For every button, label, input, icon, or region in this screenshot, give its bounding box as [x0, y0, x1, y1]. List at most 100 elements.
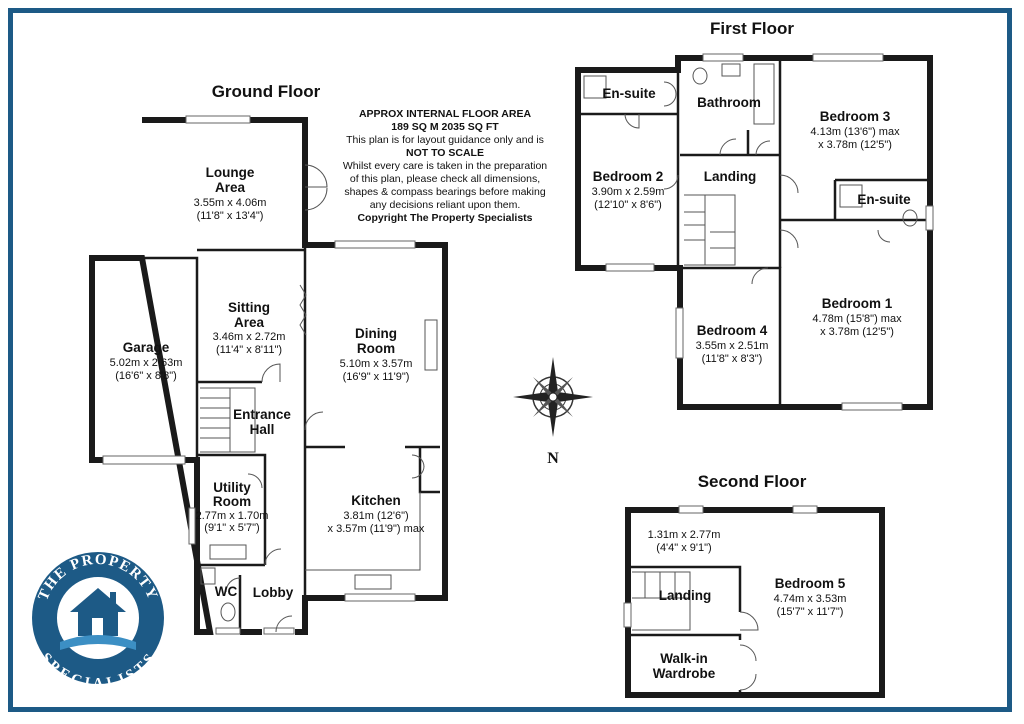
basin-icon	[721, 63, 741, 77]
room-en-suite: En-suite	[602, 86, 656, 101]
second-floor-title: Second Floor	[698, 472, 807, 491]
room-dimensions: 1.31m x 2.77m	[648, 529, 721, 541]
room-bedroom-4: Bedroom 4 3.55m x 2.51m (11'8" x 8'3")	[696, 323, 769, 365]
second-floor	[623, 505, 885, 698]
window	[623, 602, 632, 628]
bath-icon	[753, 63, 775, 125]
window	[185, 115, 251, 124]
room-dimensions: 3.81m (12'6")	[343, 510, 408, 522]
room-name: Walk-in	[660, 651, 708, 666]
shower-icon	[583, 75, 607, 99]
window	[605, 263, 655, 272]
room-sitting: Sitting Area 3.46m x 2.72m (11'4" x 8'11…	[213, 300, 286, 356]
window	[188, 507, 196, 545]
room-name: Garage	[123, 340, 170, 355]
window	[702, 53, 744, 62]
room-bathroom: Bathroom	[697, 95, 761, 110]
first-floor-title: First Floor	[710, 19, 794, 38]
window	[675, 307, 684, 359]
area-label: APPROX INTERNAL FLOOR AREA	[359, 108, 532, 120]
room-utility: Utility Room 2.77m x 1.70m (9'1" x 5'7")	[196, 480, 269, 534]
room-name: Bedroom 5	[775, 576, 846, 591]
window	[792, 505, 818, 514]
room-name: Bedroom 3	[820, 109, 891, 124]
disclaimer-line: shapes & compass bearings before making	[344, 186, 546, 198]
room-name: Room	[213, 494, 251, 509]
disclaimer-line: of this plan, please check all dimension…	[350, 173, 540, 185]
toilet-icon	[220, 602, 236, 622]
shower-icon	[839, 184, 863, 208]
compass-north-label: N	[547, 450, 559, 467]
area-value: 189 SQ M 2035 SQ FT	[391, 121, 499, 133]
room-dimensions: 3.55m x 2.51m	[696, 340, 769, 352]
room-name: Lounge	[206, 165, 255, 180]
room-landing: Landing	[704, 169, 757, 184]
disclaimer-line: Whilst every care is taken in the prepar…	[343, 160, 547, 172]
room-dimensions-imperial: x 3.78m (12'5")	[820, 326, 894, 338]
room-name: Bedroom 4	[697, 323, 768, 338]
room-dimensions: 5.10m x 3.57m	[340, 358, 413, 370]
window	[812, 53, 884, 62]
garage-door	[102, 455, 186, 465]
room-dimensions-imperial: (12'10" x 8'6")	[594, 199, 662, 211]
window	[344, 593, 416, 602]
window	[334, 240, 416, 249]
ground-floor	[89, 115, 448, 635]
room-dimensions-imperial: (11'8" x 13'4")	[197, 210, 264, 222]
room-dimensions: 3.46m x 2.72m	[213, 331, 286, 343]
room-dimensions-imperial: (11'8" x 8'3")	[702, 353, 763, 365]
window	[925, 205, 934, 231]
room-wc: WC	[215, 584, 238, 599]
room-dimensions-imperial: x 3.78m (12'5")	[818, 139, 892, 151]
room-dimensions-imperial: (9'1" x 5'7")	[204, 522, 259, 534]
room-lobby: Lobby	[253, 585, 294, 600]
room-name: Hall	[250, 422, 275, 437]
sink-unit	[209, 544, 247, 560]
room-dining: Dining Room 5.10m x 3.57m (16'9" x 11'9"…	[340, 326, 413, 383]
room-dimensions-imperial: (15'7" x 11'7")	[777, 606, 844, 618]
room-en-suite: En-suite	[857, 192, 911, 207]
front-door	[263, 627, 295, 635]
basin-icon	[663, 81, 677, 107]
room-dimensions-max: x 3.57m (11'9") max	[328, 523, 425, 535]
staircase	[684, 194, 736, 266]
compass-icon	[513, 357, 593, 437]
disclaimer-line: This plan is for layout guidance only an…	[346, 134, 544, 146]
room-dimensions-imperial: (4'4" x 9'1")	[656, 542, 711, 554]
room-dimensions-imperial: (16'9" x 11'9")	[343, 371, 410, 383]
room-name: Area	[215, 180, 246, 195]
logo: THE PROPERTY SPECIALISTS	[32, 552, 164, 692]
window	[215, 627, 241, 635]
window	[841, 402, 903, 411]
room-garage: Garage 5.02m x 2.63m (16'6" x 8'8")	[110, 340, 183, 382]
window	[678, 505, 704, 514]
disclaimer: APPROX INTERNAL FLOOR AREA 189 SQ M 2035…	[343, 108, 547, 224]
room-lounge: Lounge Area 3.55m x 4.06m (11'8" x 13'4"…	[194, 165, 267, 222]
not-to-scale: NOT TO SCALE	[406, 147, 484, 159]
room-name: Dining	[355, 326, 397, 341]
room-dimensions: 4.13m (13'6") max	[810, 126, 900, 138]
house-icon	[60, 588, 136, 650]
folding-door	[299, 284, 307, 336]
room-name: Room	[357, 341, 395, 356]
page-frame	[8, 8, 1012, 712]
room-bedroom-2: Bedroom 2 3.90m x 2.59m (12'10" x 8'6")	[592, 169, 665, 211]
wc-basin	[200, 567, 216, 585]
room-name: Entrance	[233, 407, 291, 422]
room-name: Sitting	[228, 300, 270, 315]
room-name: Kitchen	[351, 493, 401, 508]
first-floor	[575, 53, 934, 411]
room-store: 1.31m x 2.77m (4'4" x 9'1")	[648, 529, 721, 554]
room-name: Utility	[213, 480, 251, 495]
room-bedroom-3: Bedroom 3 4.13m (13'6") max x 3.78m (12'…	[810, 109, 900, 151]
room-dimensions: 4.74m x 3.53m	[774, 593, 847, 605]
room-dimensions: 5.02m x 2.63m	[110, 357, 183, 369]
room-kitchen: Kitchen 3.81m (12'6") x 3.57m (11'9") ma…	[328, 493, 425, 535]
room-name: Wardrobe	[653, 666, 716, 681]
toilet-icon	[902, 209, 918, 227]
room-name: Bedroom 1	[822, 296, 893, 311]
toilet-icon	[692, 67, 708, 85]
disclaimer-line: any decisions reliant upon them.	[370, 199, 521, 211]
staircase	[632, 571, 691, 631]
